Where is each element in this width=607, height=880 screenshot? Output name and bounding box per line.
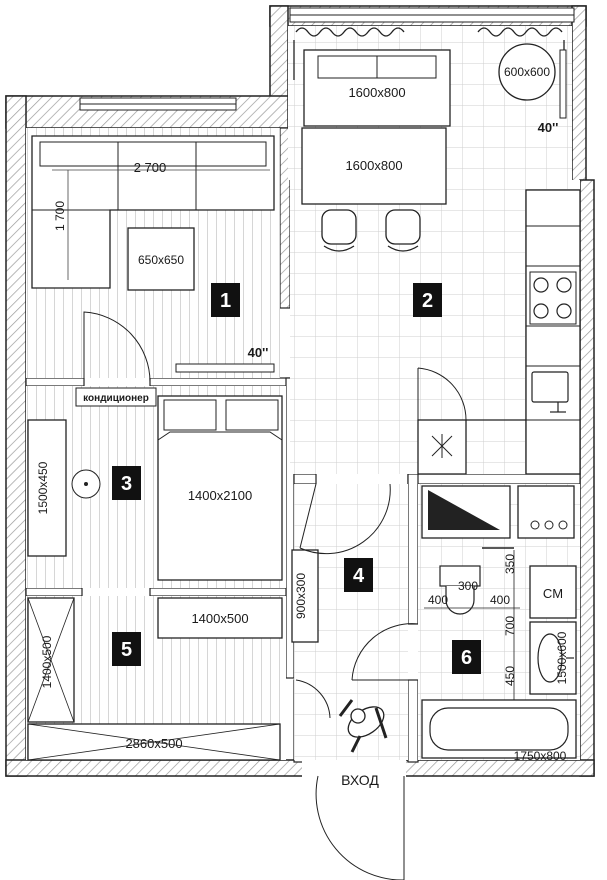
corner-sofa (31, 135, 275, 289)
sofa-room2-label: 1600x800 (348, 85, 405, 100)
wardrobe-long-label: 2860x500 (125, 736, 182, 751)
room-2-number: 2 (422, 290, 433, 312)
room-3-number: 3 (121, 473, 132, 495)
wardrobe-room5-label: 1400x500 (40, 635, 54, 688)
door-room5 (295, 679, 331, 719)
wardrobe-long (27, 723, 281, 761)
wardrobe-room5 (27, 597, 75, 723)
sofa-depth-label: 1 700 (53, 201, 67, 231)
room-badge-2: 2 (413, 283, 442, 317)
room-5-number: 5 (121, 639, 132, 661)
hall-wardrobe-label: 900x300 (294, 573, 308, 619)
door-bathroom (351, 623, 419, 681)
room-badge-1: 1 (211, 283, 240, 317)
room-1-number: 1 (220, 290, 231, 312)
dim-350-label: 350 (503, 554, 517, 574)
coffee-table (127, 227, 195, 291)
wardrobe-room3-label: 1500x450 (36, 461, 50, 514)
tv-room1 (175, 363, 275, 373)
room-4-number: 4 (353, 565, 365, 587)
kitchen-sink (531, 371, 569, 413)
entrance-label: ВХОД (341, 772, 379, 788)
stove (529, 271, 577, 325)
sink-label: 1500x600 (555, 631, 569, 684)
bathroom-sink (529, 621, 577, 695)
room-badge-4: 4 (344, 558, 373, 592)
chairs (321, 209, 421, 252)
door-room3 (299, 483, 391, 555)
lamp (71, 469, 101, 499)
coffee-table-label: 650x650 (138, 253, 184, 267)
toilet (439, 565, 481, 615)
wardrobe-room3 (27, 419, 67, 557)
washer-label: CM (543, 586, 563, 601)
person-icon (338, 699, 388, 753)
room-6-number: 6 (461, 647, 472, 669)
sofa-room2 (303, 49, 451, 127)
bed-label: 1400x2100 (188, 488, 252, 503)
dresser-label: 1400x500 (191, 611, 248, 626)
room-badge-5: 5 (112, 632, 141, 666)
toilet-label: 300 (458, 579, 478, 593)
refrigerator (417, 367, 526, 475)
dresser (157, 597, 283, 639)
door-room1 (83, 311, 151, 383)
dining-table (301, 127, 447, 205)
room-badge-6: 6 (452, 640, 481, 674)
bed (157, 395, 283, 581)
gap-right-label: 400 (490, 593, 510, 607)
washing-machine-top (421, 485, 511, 539)
sofa-length-label: 2 700 (134, 160, 167, 175)
tv-room1-label: 40'' (248, 345, 269, 360)
conditioner (75, 387, 157, 407)
washer-cm (529, 565, 577, 619)
round-table (498, 43, 556, 101)
dim-700-label: 700 (503, 616, 517, 636)
conditioner-label: кондиционер (83, 393, 149, 404)
tv-room2-label: 40'' (538, 120, 559, 135)
gap-left-label: 400 (428, 593, 448, 607)
dim-450-label: 450 (503, 666, 517, 686)
kitchen-counter (525, 189, 581, 475)
entrance-door (315, 775, 405, 880)
bathtub-label: 1750x800 (514, 749, 567, 763)
dining-table-label: 1600x800 (345, 158, 402, 173)
tv-room2 (559, 49, 567, 119)
round-table-label: 600x600 (504, 65, 550, 79)
room-badge-3: 3 (112, 466, 141, 500)
bathtub (421, 699, 577, 759)
cooktop-box (517, 485, 575, 539)
